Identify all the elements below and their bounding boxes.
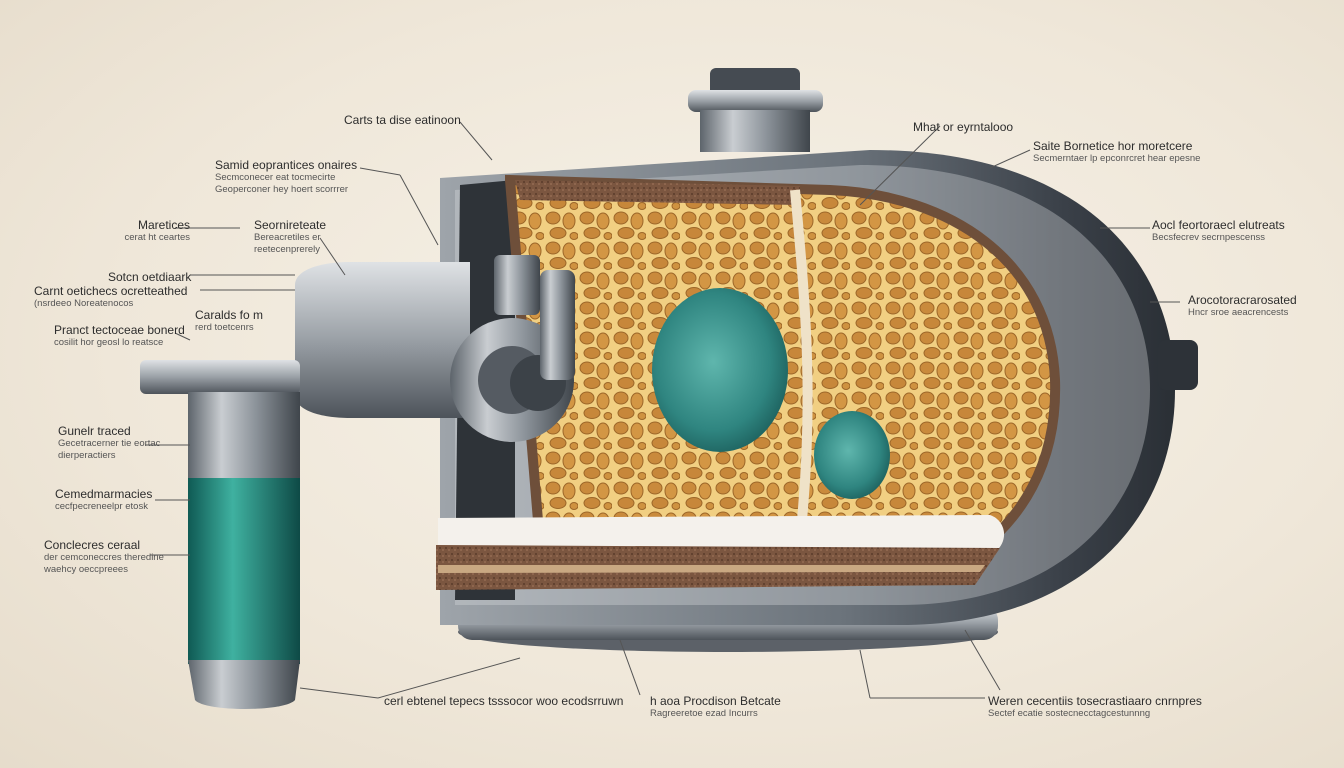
label-top-right: Saite Bornetice hor moretcere Secmerntae… (1033, 139, 1201, 165)
canister-lid (140, 360, 300, 394)
mold-patch-large (652, 288, 788, 452)
mold-patch-small (814, 411, 890, 499)
label-left-f: Caralds fo m rerd toetcenrs (195, 308, 264, 334)
label-top-mid: Mhat or eyrntalooo (913, 120, 1014, 134)
label-bottom-c: Weren cecentiis tosecrastiaaro cnrnpres … (988, 694, 1202, 720)
label-bottom-a: cerl ebtenel tepecs tsssocor woo ecodsrr… (384, 694, 624, 708)
white-layer (438, 515, 1005, 555)
pipe-connector (295, 262, 470, 418)
label-left-a: Samid eoprantices onaires Secmconecer ea… (215, 158, 358, 195)
label-left-c: Seornireteate Bereacretiles er reetecenp… (254, 218, 327, 255)
label-left-g: Pranct tectoceae bonerd cosilit hor geos… (54, 323, 185, 349)
label-top-center: Carts ta dise eatinoon (344, 113, 461, 127)
side-nozzle (1158, 340, 1198, 390)
label-left-e: Carnt oetichecs ocretteathed (nsrdeeo No… (34, 284, 188, 310)
leader-lines (145, 121, 1180, 699)
top-cap (710, 68, 800, 96)
label-right-a: Aocl feortoraecl elutreats Becsfecrev se… (1152, 218, 1285, 244)
label-bottom-b: h aoa Procdison Betcate Ragreeretoe ezad… (650, 694, 781, 720)
label-left-h: Gunelr traced Gecetracerner tie eortac d… (58, 424, 161, 461)
canister-liquid (188, 478, 300, 664)
label-left-j: Conclecres ceraal der cemconeccres there… (44, 538, 164, 575)
label-left-b: Maretices cerat ht ceartes (124, 218, 190, 244)
label-right-b: Arocotoracrarosated Hncr sroe aeacrences… (1188, 293, 1297, 319)
valve-body (494, 255, 540, 315)
label-left-d: Sotcn oetdiaark (108, 270, 192, 284)
label-left-i: Cemedmarmacies cecfpecreneelpr etosk (55, 487, 153, 513)
